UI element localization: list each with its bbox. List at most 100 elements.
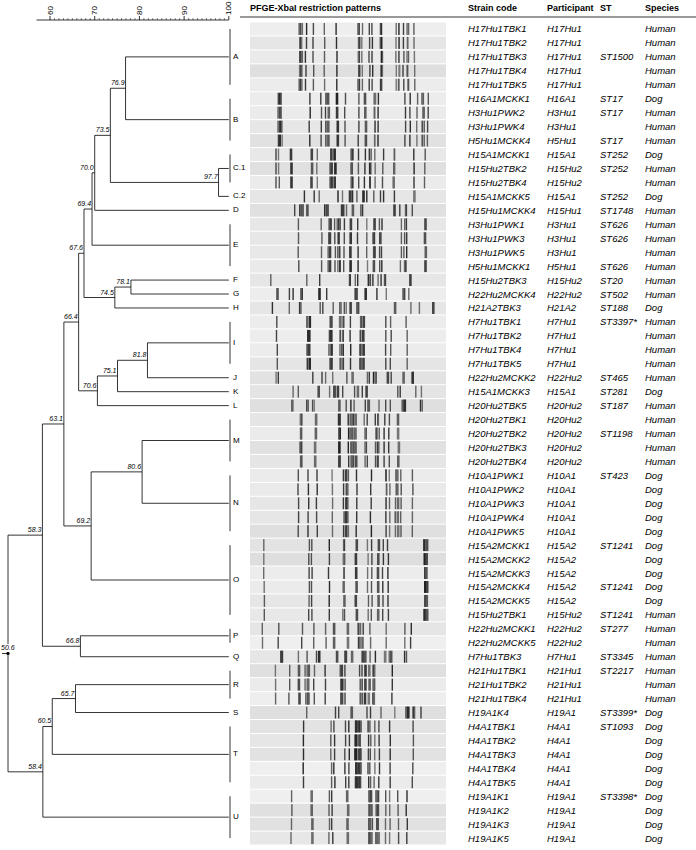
gel-band (412, 204, 413, 216)
tree-line (126, 56, 229, 57)
gel-band (374, 121, 375, 133)
gel-band (359, 37, 360, 49)
gel-lane (250, 106, 446, 119)
scale-tick (166, 18, 167, 20)
tree-line (79, 390, 98, 391)
participant: H10A1 (547, 470, 576, 481)
gel-band (414, 79, 415, 91)
gel-band (342, 330, 343, 342)
gel-band (330, 149, 333, 161)
tree-line (118, 391, 229, 392)
gel-band (344, 567, 345, 579)
strain-code: H19A1K4 (468, 707, 509, 718)
gel-band (362, 386, 363, 398)
gel-band (426, 539, 429, 551)
gel-band (349, 190, 352, 202)
gel-band (355, 762, 358, 774)
gel-band (263, 553, 264, 565)
gel-band (355, 274, 356, 286)
participant: H4A1 (547, 777, 571, 788)
tree-line (95, 135, 111, 136)
gel-band (412, 497, 413, 509)
gel-lane (250, 720, 446, 733)
gel-band (300, 37, 301, 49)
gel-band (275, 679, 276, 691)
gel-band (344, 679, 345, 691)
strain-code: H15Hu1MCKK4 (468, 205, 536, 216)
tree-line (142, 503, 229, 504)
gel-band (298, 679, 301, 691)
gel-band (311, 539, 312, 551)
gel-lane (250, 23, 446, 36)
header-rule (240, 17, 696, 18)
gel-band (412, 707, 415, 719)
gel-band (369, 818, 372, 830)
gel-band (264, 581, 265, 593)
gel-band (362, 79, 363, 91)
participant: H15A1 (547, 191, 576, 202)
gel-band (317, 386, 320, 398)
gel-band (368, 832, 371, 844)
column-header: PFGE-XbaI restriction patterns (250, 3, 381, 14)
gel-band (317, 149, 318, 161)
gel-band (387, 372, 390, 384)
gel-band (264, 609, 265, 621)
gel-band (315, 428, 318, 440)
gel-band (337, 386, 340, 398)
gel-band (396, 23, 397, 35)
gel-band (369, 818, 370, 830)
gel-band (279, 176, 280, 188)
scale-tick (197, 18, 198, 20)
gel-band (390, 358, 391, 370)
gel-band (385, 818, 386, 830)
gel-band (311, 595, 312, 607)
gel-band (343, 483, 344, 495)
gel-band (387, 539, 388, 551)
gel-band (278, 623, 279, 635)
similarity-value: 50.6 (1, 644, 15, 652)
gel-band (320, 302, 321, 314)
gel-lane (250, 650, 446, 663)
gel-band (298, 246, 299, 258)
species: Human (645, 316, 676, 327)
participant: H21Hu1 (547, 679, 582, 690)
gel-lane (250, 692, 446, 705)
participant: H7Hu1 (547, 330, 577, 341)
gel-band (412, 776, 413, 788)
tree-line (43, 726, 52, 727)
gel-band (301, 79, 302, 91)
gel-band (308, 330, 311, 342)
gel-band (299, 79, 300, 91)
gel-band (302, 23, 303, 35)
gel-band (377, 135, 378, 147)
species: Human (645, 330, 676, 341)
gel-band (321, 372, 322, 384)
gel-lane (250, 399, 446, 412)
gel-lane (250, 343, 446, 356)
scale-tick (54, 18, 55, 20)
gel-band (357, 218, 358, 230)
gel-band (345, 734, 346, 746)
cluster-bracket (230, 420, 231, 462)
species: Dog (645, 581, 662, 592)
gel-band (414, 65, 415, 77)
strain-code: H19A1K1 (468, 791, 509, 802)
gel-band (264, 595, 265, 607)
tree-line (110, 182, 218, 183)
tree-line (42, 646, 80, 647)
gel-band (390, 344, 391, 356)
gel-lane (250, 525, 446, 538)
gel-band (330, 344, 333, 356)
participant: H4A1 (547, 721, 571, 732)
gel-band (380, 274, 381, 286)
gel-band (330, 176, 333, 188)
gel-band (357, 386, 360, 398)
gel-band (367, 581, 368, 593)
gel-band (345, 776, 346, 788)
gel-band (422, 121, 423, 133)
gel-band (339, 414, 340, 426)
sequence-type: ST188 (600, 302, 628, 313)
gel-band (334, 776, 335, 788)
gel-band (407, 37, 408, 49)
species: Dog (645, 484, 662, 495)
